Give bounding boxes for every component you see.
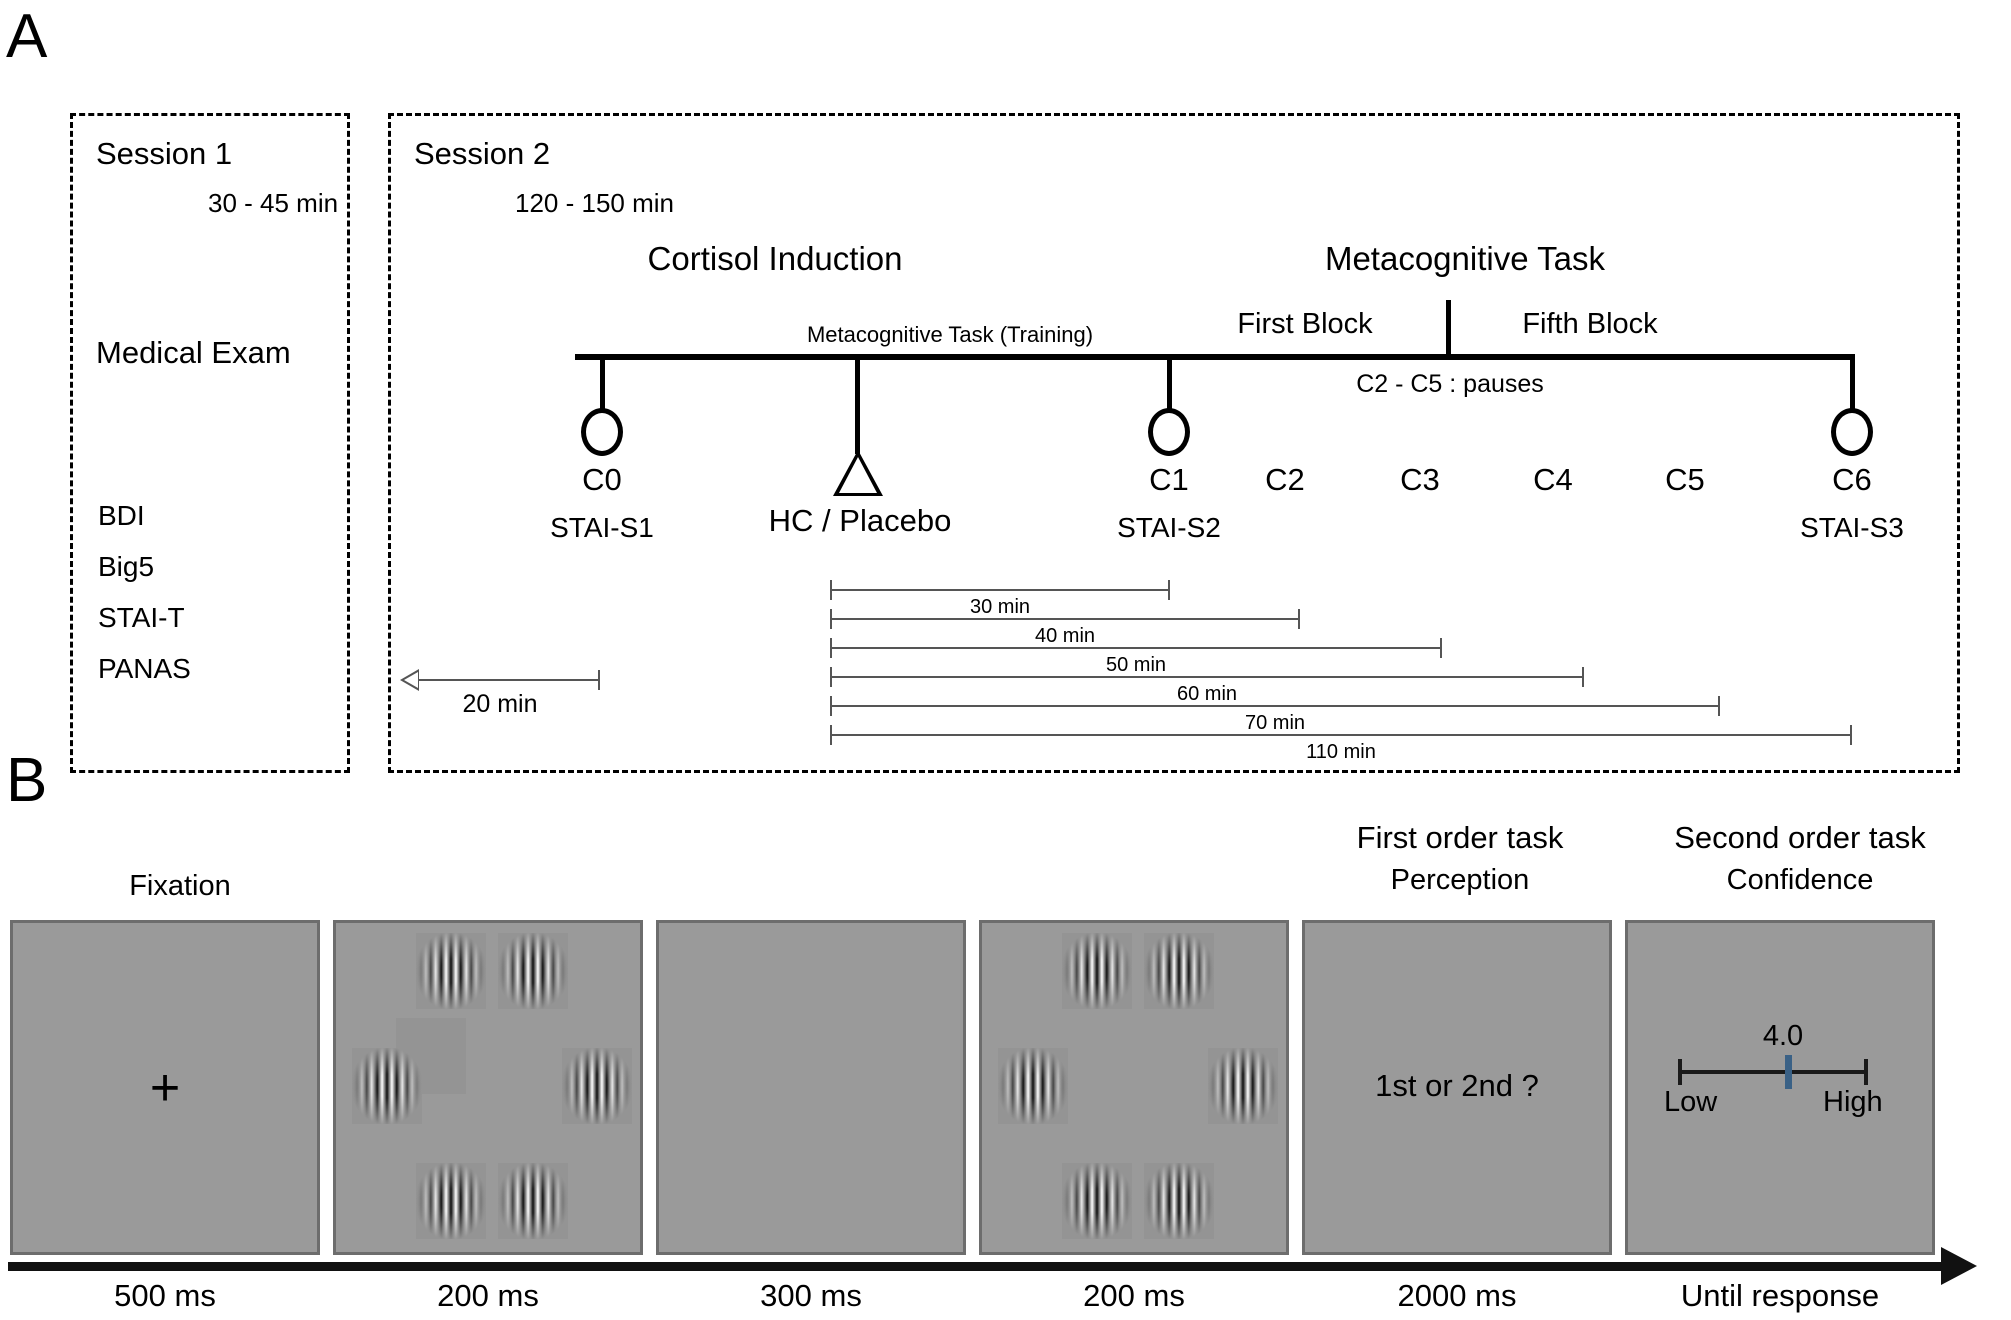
- trial-time-axis-arrowhead: [1941, 1247, 1977, 1285]
- duration-bar-label: 110 min: [1306, 741, 1376, 763]
- gabor-array-first: [352, 933, 632, 1239]
- duration-bar-end-cap: [1298, 609, 1300, 629]
- session1-medical-exam: Medical Exam: [96, 335, 291, 370]
- label-c2: C2: [1265, 462, 1305, 497]
- confidence-label-low: Low: [1664, 1086, 1718, 1118]
- label-stai-s1: STAI-S1: [550, 512, 654, 543]
- label-c4: C4: [1533, 462, 1573, 497]
- header-second-order-sub: Confidence: [1726, 864, 1874, 896]
- duration-bar-end-cap: [1850, 725, 1852, 745]
- duration-bar-30min: 30 min: [830, 580, 1170, 624]
- label-fixation: Fixation: [129, 870, 231, 902]
- heading-metacognitive-training: Metacognitive Task (Training): [806, 322, 1094, 347]
- screen-stimulus-first: [333, 920, 643, 1255]
- duration-bar-end-cap: [1718, 696, 1720, 716]
- panel-b-letter: B: [6, 746, 48, 815]
- duration-bar-line: [410, 679, 600, 681]
- duration-stimulus-first: 200 ms: [437, 1278, 539, 1313]
- duration-bar-line: [830, 705, 1720, 707]
- duration-bar-70min: 70 min: [830, 696, 1720, 740]
- session1-questionnaire-panas: PANAS: [98, 653, 191, 684]
- cortisol-sample-c6-circle: [1831, 408, 1873, 456]
- label-stai-s2: STAI-S2: [1117, 512, 1221, 543]
- confidence-scale-line: [1678, 1070, 1868, 1074]
- timeline-stem-c1: [1167, 356, 1172, 412]
- perception-question-text: 1st or 2nd ?: [1375, 1068, 1539, 1103]
- label-c1: C1: [1149, 462, 1189, 497]
- label-stai-s3: STAI-S3: [1800, 512, 1904, 543]
- label-pauses: C2 - C5 : pauses: [1356, 370, 1544, 398]
- heading-first-block: First Block: [1237, 308, 1373, 340]
- duration-bar-line: [830, 618, 1300, 620]
- session1-questionnaire-bdi: BDI: [98, 500, 145, 531]
- screen-stimulus-second: [979, 920, 1289, 1255]
- heading-cortisol-induction: Cortisol Induction: [647, 240, 903, 277]
- session2-box: [388, 113, 1960, 773]
- timeline-stem-treatment: [855, 356, 860, 454]
- duration-bar-line: [830, 589, 1170, 591]
- duration-bar-40min: 40 min: [830, 609, 1300, 653]
- duration-bar-20min: 20 min: [400, 669, 600, 718]
- duration-bar-label: 70 min: [1244, 712, 1306, 734]
- duration-bar-line: [830, 647, 1442, 649]
- label-c6: C6: [1832, 462, 1872, 497]
- timeline-stem-c6: [1850, 356, 1855, 412]
- header-first-order-task: First order task: [1356, 820, 1564, 855]
- duration-bar-label: 20 min: [462, 690, 538, 718]
- duration-blank: 300 ms: [760, 1278, 862, 1313]
- duration-bar-end-cap: [598, 670, 600, 690]
- confidence-scale-left-cap: [1678, 1059, 1682, 1085]
- duration-bar-50min: 50 min: [830, 638, 1442, 682]
- duration-bar-label: 40 min: [1034, 625, 1096, 647]
- gabor-array-second: [998, 933, 1278, 1239]
- duration-bar-label: 50 min: [1105, 654, 1167, 676]
- trial-time-axis: [8, 1262, 1943, 1271]
- cortisol-sample-c1-circle: [1148, 408, 1190, 456]
- session2-duration: 120 - 150 min: [515, 188, 674, 218]
- duration-stimulus-second: 200 ms: [1083, 1278, 1185, 1313]
- duration-bar-line: [830, 676, 1584, 678]
- duration-bar-label: 60 min: [1176, 683, 1238, 705]
- header-first-order-sub: Perception: [1390, 864, 1530, 896]
- duration-bar-60min: 60 min: [830, 667, 1584, 711]
- timeline-bar: [575, 354, 1855, 360]
- session1-questionnaire-big5: Big5: [98, 551, 155, 582]
- confidence-label-high: High: [1823, 1086, 1883, 1118]
- session2-title: Session 2: [414, 136, 551, 171]
- session1-duration: 30 - 45 min: [208, 188, 339, 218]
- treatment-triangle: [833, 450, 883, 498]
- header-second-order-task: Second order task: [1674, 820, 1926, 855]
- timeline-stem-c0: [600, 356, 605, 412]
- block-divider: [1446, 300, 1451, 358]
- screen-confidence: 4.0 Low High: [1625, 920, 1935, 1255]
- screen-perception: 1st or 2nd ?: [1302, 920, 1612, 1255]
- duration-bar-end-cap: [1582, 667, 1584, 687]
- label-hc-placebo: HC / Placebo: [768, 503, 952, 538]
- heading-metacognitive-task: Metacognitive Task: [1324, 240, 1606, 277]
- confidence-slider-marker[interactable]: [1785, 1055, 1792, 1089]
- session1-title: Session 1: [96, 136, 233, 171]
- screen-blank: [656, 920, 966, 1255]
- duration-bar-end-cap: [1440, 638, 1442, 658]
- duration-confidence: Until response: [1680, 1278, 1880, 1313]
- duration-bar-label: 30 min: [969, 596, 1031, 618]
- duration-bar-arrowhead-inner: [404, 672, 418, 688]
- duration-perception: 2000 ms: [1397, 1278, 1517, 1313]
- session1-box: [70, 113, 350, 773]
- heading-fifth-block: Fifth Block: [1522, 308, 1658, 340]
- duration-fixation: 500 ms: [114, 1278, 216, 1313]
- label-c0: C0: [582, 462, 622, 497]
- confidence-scale-right-cap: [1864, 1059, 1868, 1085]
- panel-a-letter: A: [6, 2, 48, 71]
- fixation-cross: +: [149, 1058, 181, 1117]
- confidence-value: 4.0: [1762, 1020, 1804, 1052]
- label-c3: C3: [1400, 462, 1440, 497]
- session1-questionnaire-stai-t: STAI-T: [98, 602, 185, 633]
- cortisol-sample-c0-circle: [581, 408, 623, 456]
- duration-bar-end-cap: [1168, 580, 1170, 600]
- label-c5: C5: [1665, 462, 1705, 497]
- duration-bar-110min: 110 min: [830, 725, 1852, 769]
- screen-fixation: +: [10, 920, 320, 1255]
- duration-bar-line: [830, 734, 1852, 736]
